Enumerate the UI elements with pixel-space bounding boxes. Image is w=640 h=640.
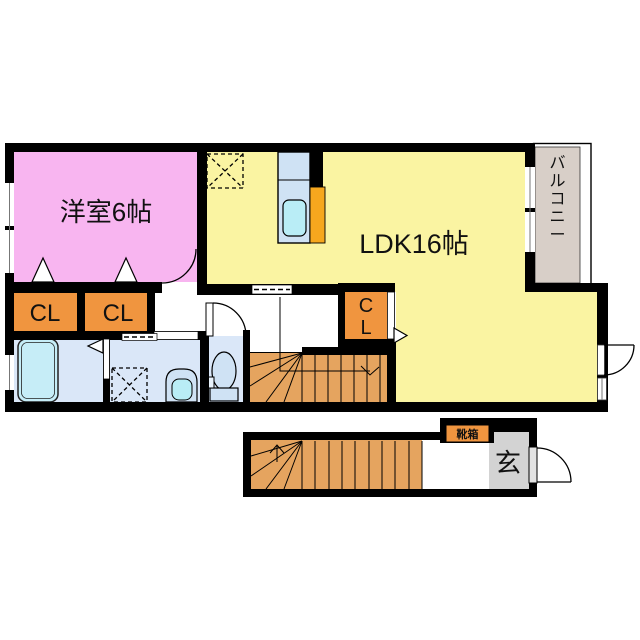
ldk-hatch-marker [206, 153, 244, 189]
shoebox [445, 424, 490, 443]
doors-upper [31, 248, 635, 380]
wall-stairs-top [302, 347, 394, 355]
wall-closet-divider [77, 292, 85, 332]
hall-closet-label-c: C [359, 295, 373, 317]
wall-stairs-right [387, 339, 396, 402]
toilet-tank [209, 387, 239, 402]
wash-basin-bowl [171, 378, 193, 401]
wall-toilet-right [243, 330, 250, 402]
stairs-lower-treads [250, 440, 423, 490]
wall-lower-top [243, 432, 440, 440]
toilet-door-leaf [205, 302, 214, 337]
wall-western-bottom [5, 282, 207, 293]
washing-machine-marker [111, 367, 148, 403]
ldk-side-door-leaf [597, 344, 605, 376]
wall-bottom [5, 402, 608, 412]
wall-western-ldk [197, 143, 207, 293]
stairs-lower-direction-arrow [269, 444, 285, 462]
stairs-upper-direction-arrow [279, 297, 380, 376]
wall-toilet-left [200, 331, 209, 402]
bathroom-door-leaf [103, 338, 110, 380]
wall-kitchen-stub [310, 152, 323, 187]
closet-b-label: CL [103, 300, 134, 327]
bathroom-folding-door-marker [86, 338, 104, 354]
washroom-sliding-panel2 [121, 333, 158, 341]
bathtub-inner [21, 342, 55, 399]
toilet-door-arc [212, 302, 247, 337]
wall-left [5, 143, 14, 412]
western-room-label: 洋室6帖 [60, 197, 152, 227]
wall-top [5, 143, 533, 152]
wall-washroom-top [5, 331, 205, 340]
kitchen-sink [282, 199, 307, 237]
western-door-gap [162, 282, 197, 293]
closet-a-folding-door-marker [31, 256, 55, 283]
hall-closet-door-marker [393, 326, 409, 345]
ldk-side-door-arc [603, 344, 635, 376]
utility-markers [111, 153, 244, 403]
bathtub [17, 338, 59, 403]
wall-hallcloset-top [338, 283, 395, 292]
ldk-floor-upper [205, 152, 525, 292]
wall-mid-right [525, 283, 608, 292]
windows [5, 167, 607, 401]
entrance-door-leaf [528, 446, 538, 484]
upper-floor: 洋室6帖 LDK16帖 CL CL C L バルコニー [5, 142, 635, 412]
closet-a-label: CL [30, 300, 61, 327]
ground-floor-entrance: 玄 靴箱 [243, 418, 572, 497]
ldk-floor-lower [396, 283, 598, 402]
wall-closet-right [147, 292, 155, 332]
toilet-bowl [211, 351, 237, 391]
wall-lower-bottom [243, 489, 537, 497]
wall-lower-left [243, 432, 251, 497]
stairs-upper-treads [249, 352, 381, 403]
hall-closet-label-l: L [360, 317, 371, 339]
western-door-arc [161, 248, 197, 284]
wall-hallcloset-left [338, 283, 345, 348]
hall-closet [345, 291, 387, 340]
ldk-label: LDK16帖 [359, 229, 469, 259]
hall-closet-door-leaf [387, 291, 395, 340]
wall-hallcloset-bottom [338, 339, 395, 348]
closet-b-folding-door-marker [114, 256, 138, 283]
balcony-label: バルコニー [549, 155, 566, 244]
washroom-sliding-panel [153, 331, 199, 340]
entrance-floor [489, 432, 529, 489]
shoebox-label: 靴箱 [457, 427, 479, 441]
stairs-upper [250, 352, 387, 402]
entrance-door-arc [536, 447, 572, 483]
entrance-label: 玄 [495, 448, 521, 478]
kitchen [277, 151, 326, 244]
balcony [532, 142, 592, 289]
refrigerator-space [309, 186, 326, 244]
balcony-floor [534, 146, 581, 284]
